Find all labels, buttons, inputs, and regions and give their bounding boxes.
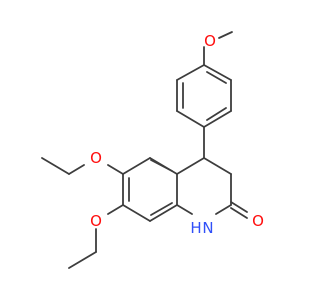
- ethoxy-oxygen-label-7: O: [90, 212, 102, 230]
- bond-methyl-o: [218, 31, 233, 39]
- amide-nitrogen-label: N: [202, 219, 213, 237]
- bond-c7-o: [107, 204, 124, 215]
- carbonyl-oxygen-label: O: [252, 212, 264, 230]
- bond-c2-n: [215, 204, 232, 215]
- bond-ring-top-left: [176, 64, 205, 81]
- bond-ring-top-right-inner: [206, 71, 227, 84]
- bond-ch2-ch3: [41, 157, 70, 175]
- chemical-structure: O O O H N O: [41, 31, 264, 269]
- ethoxy-group-6: [41, 157, 124, 175]
- amide-hydrogen-label: H: [190, 219, 201, 237]
- bond-c6-o: [107, 164, 124, 175]
- bond-c4-c4a: [176, 157, 205, 175]
- bond-c4-c3: [203, 157, 232, 175]
- bond-c5-c6: [122, 157, 151, 175]
- methoxyphenyl-group: [176, 31, 233, 128]
- dihydroquinolinone-core: [122, 157, 248, 222]
- bond-c4a-c5-inner: [150, 159, 173, 172]
- bond-ring-bottom-right: [203, 110, 232, 128]
- bond-c8-c8a-inner: [150, 202, 173, 216]
- bond-n-c8a: [176, 204, 193, 215]
- bond-carbonyl-2: [230, 207, 248, 219]
- bond-o-ch2: [68, 164, 85, 175]
- bond-carbonyl-1: [230, 201, 248, 213]
- bond-c8-c8a: [149, 204, 178, 222]
- bond-ring-bottom-right-inner: [206, 107, 227, 121]
- bond-c7-c8: [122, 204, 151, 222]
- bond-ring-top-right: [203, 64, 232, 81]
- ethoxy-oxygen-label-6: O: [90, 149, 102, 167]
- methoxy-oxygen-label: O: [204, 32, 216, 50]
- bond-ring-bottom-left: [176, 110, 205, 128]
- ethoxy-group-7: [68, 204, 124, 269]
- bond-ch2-ch3: [68, 251, 97, 269]
